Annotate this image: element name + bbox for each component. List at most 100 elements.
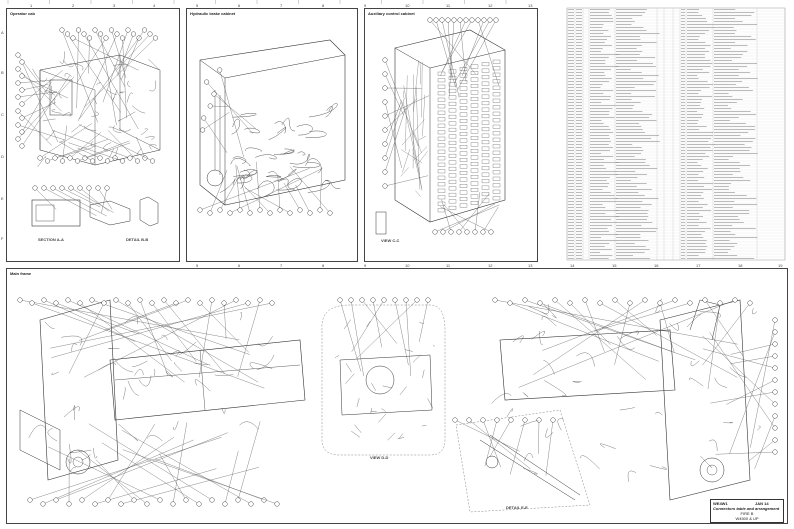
terminal-block	[492, 196, 501, 201]
terminal-block	[459, 145, 468, 149]
operator-cab-title: Operator cab	[10, 11, 35, 16]
terminal-block	[437, 188, 446, 193]
view-d-wire	[371, 383, 376, 391]
callout-balloon	[101, 300, 107, 306]
frame-harness	[194, 379, 211, 392]
leader-line	[95, 459, 135, 501]
callout-balloon	[382, 169, 388, 175]
frame-harness	[146, 435, 163, 442]
cab-wire	[59, 92, 62, 99]
terminal-block	[437, 130, 446, 135]
frame-harness	[491, 393, 512, 404]
terminal-block	[470, 129, 479, 134]
zone-row: D	[1, 154, 4, 159]
leader-line	[518, 299, 736, 388]
leader-line	[509, 419, 526, 475]
aux-cabinet-edges	[394, 47, 506, 222]
leader-line	[67, 299, 208, 365]
leader-line	[223, 302, 227, 339]
aux-wire	[413, 132, 422, 153]
zone-col: 7	[280, 263, 283, 268]
leader-line	[405, 299, 411, 377]
callout-balloon	[183, 497, 189, 503]
brake-pipe	[307, 180, 330, 193]
leader-line	[91, 299, 250, 355]
cab-wire	[118, 128, 131, 132]
brake-pipe	[276, 178, 302, 191]
cab-wire	[83, 125, 97, 131]
callout-balloon	[97, 31, 104, 37]
terminal-block	[492, 144, 501, 149]
leader-line	[21, 81, 52, 133]
cab-outline	[39, 54, 161, 166]
frame-harness	[71, 343, 78, 352]
zone-col: 6	[238, 263, 241, 268]
frame-harness	[63, 406, 80, 418]
cab-wire	[106, 89, 117, 95]
leader-line	[384, 95, 430, 117]
leader-line	[748, 439, 776, 462]
terminal-block	[481, 114, 490, 119]
callout-balloon	[480, 229, 486, 235]
leader-line	[489, 419, 512, 458]
terminal-block	[448, 160, 457, 165]
zone-col: 15	[612, 263, 617, 268]
leader-line	[77, 147, 101, 159]
frame-harness	[240, 312, 242, 321]
frame-harness	[580, 455, 600, 470]
cab-wire	[59, 139, 65, 143]
callout-balloon	[772, 377, 778, 383]
view-d-boundary	[321, 304, 446, 456]
leader-line	[593, 302, 691, 332]
leader-line	[159, 453, 187, 501]
callout-balloon	[19, 129, 25, 135]
zone-col: 7	[280, 3, 283, 8]
leader-line	[509, 302, 659, 362]
leader-line	[39, 123, 93, 159]
terminal-block	[470, 110, 479, 114]
detail-b-part	[139, 196, 159, 227]
leader-line	[102, 29, 129, 103]
zone-row: F	[1, 236, 4, 241]
cab-wire	[44, 90, 55, 96]
leader-line	[707, 302, 721, 390]
leader-line	[62, 125, 67, 162]
terminal-block	[470, 64, 479, 69]
leader-line	[17, 76, 75, 140]
leader-line	[42, 439, 194, 505]
frame-harness	[557, 418, 564, 431]
terminal-block	[459, 112, 468, 117]
frame-harness	[47, 428, 58, 442]
cab-wire	[63, 60, 74, 68]
callout-balloon	[65, 297, 71, 303]
hydraulic-brake-panel: Hydraulic brake cabinet	[186, 8, 358, 262]
brake-pipe	[232, 113, 257, 118]
callout-balloon	[32, 185, 38, 191]
leader-line	[554, 299, 647, 380]
terminal-block	[459, 190, 468, 195]
callout-balloon	[464, 229, 470, 235]
leader-line	[55, 302, 140, 335]
terminal-block	[481, 107, 490, 112]
leader-line	[61, 29, 98, 123]
terminal-block	[448, 179, 457, 184]
aux-wire	[400, 167, 409, 177]
leader-line	[79, 187, 109, 212]
cab-wire	[108, 126, 121, 131]
cab-wire	[112, 89, 118, 101]
frame-harness	[699, 311, 721, 319]
cab-wire	[51, 85, 53, 95]
terminal-block	[470, 136, 479, 140]
frame-harness	[689, 377, 704, 387]
callout-balloon	[19, 87, 25, 93]
callout-balloon	[92, 501, 98, 507]
callout-balloon	[445, 17, 451, 23]
callout-balloon	[772, 317, 778, 323]
leader-line	[229, 168, 323, 214]
terminal-block	[437, 136, 446, 141]
terminal-block	[459, 171, 468, 175]
frame-harness	[522, 392, 529, 398]
leader-line	[277, 175, 281, 211]
frame-harness	[93, 447, 98, 459]
callout-balloon	[112, 155, 118, 161]
